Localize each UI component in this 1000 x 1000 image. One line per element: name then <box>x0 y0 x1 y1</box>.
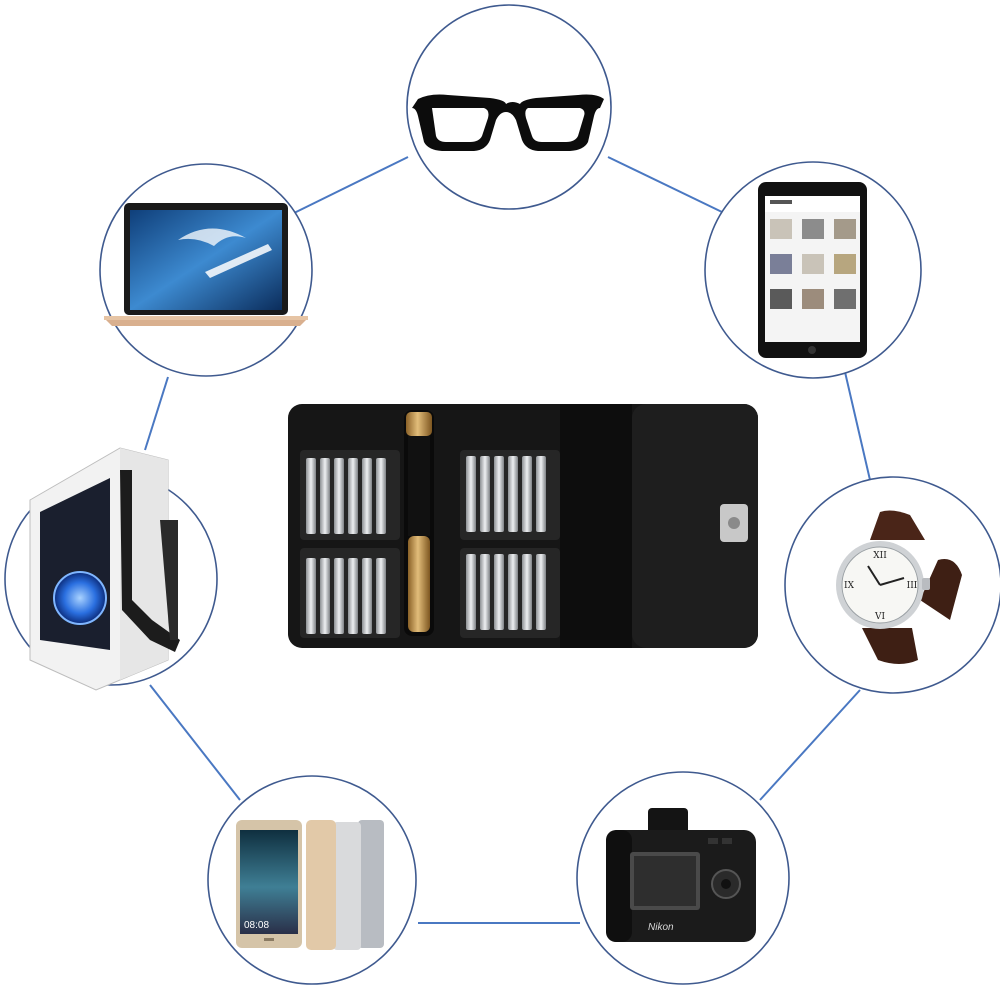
connector-line <box>759 689 861 801</box>
phone-clock: 08:08 <box>244 920 269 931</box>
svg-text:XII: XII <box>873 551 887 561</box>
wristwatch-image: XII III VI IX <box>836 510 962 664</box>
connector-line <box>844 371 871 481</box>
screwdriver-kit-image <box>288 404 758 648</box>
svg-text:III: III <box>907 581 918 591</box>
svg-text:VI: VI <box>874 612 885 622</box>
desktop-pc-image <box>29 447 180 691</box>
eyeglasses-image <box>412 94 604 151</box>
connector-line <box>144 376 169 451</box>
tablet-image <box>758 182 867 358</box>
camera-brand-logo: Nikon <box>648 922 674 933</box>
connector-line <box>607 156 723 213</box>
dslr-camera-image: Nikon <box>606 808 756 942</box>
connector-line <box>149 684 241 801</box>
smartphones-image: 08:08 <box>236 820 384 950</box>
connector-lines <box>144 156 871 924</box>
connector-line <box>289 156 409 216</box>
svg-text:IX: IX <box>844 581 855 591</box>
laptop-image <box>104 203 308 326</box>
